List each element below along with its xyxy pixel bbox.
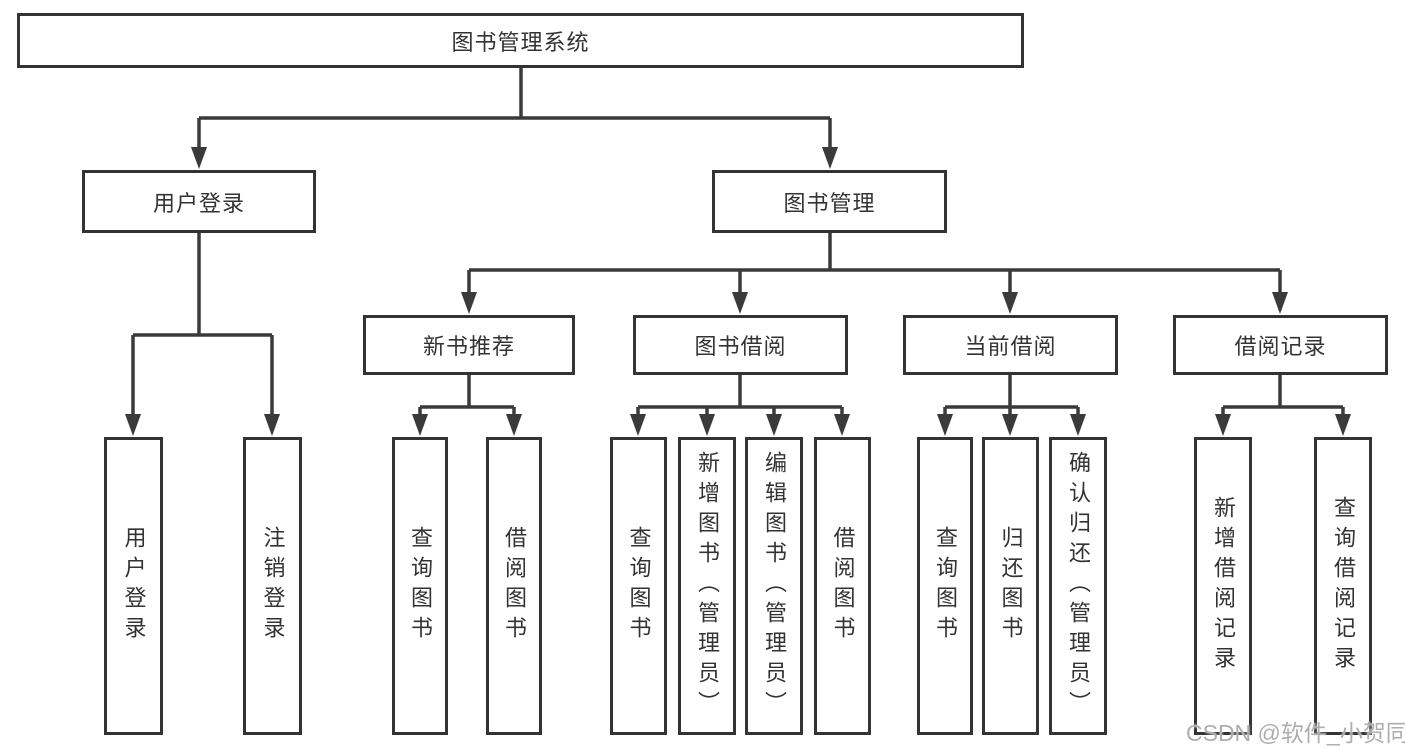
- leaf-add-books-admin-label: 新增图书（管理员）: [695, 451, 720, 721]
- watermark: CSDN @软件_小贺同学: [1186, 720, 1405, 746]
- leaf-add-books-admin: 新增图书（管理员）: [678, 437, 736, 735]
- leaf-user-login: 用户登录: [104, 437, 163, 735]
- leaf-borrow-books-recommend-label: 借阅图书: [502, 526, 527, 646]
- leaf-add-borrow-record: 新增借阅记录: [1194, 437, 1252, 735]
- node-borrowing-records-label: 借阅记录: [1234, 334, 1327, 359]
- leaf-add-borrow-record-label: 新增借阅记录: [1211, 496, 1236, 676]
- node-current-borrowing: 当前借阅: [903, 315, 1118, 375]
- connector-borrow-records-group: [1221, 375, 1345, 417]
- leaf-confirm-return-admin-label: 确认归还（管理员）: [1066, 451, 1091, 721]
- node-book-management: 图书管理: [712, 170, 947, 233]
- leaf-return-books: 归还图书: [982, 437, 1039, 735]
- arrowhead-down-icon: [937, 414, 953, 436]
- connector-root-to-level2: [197, 68, 832, 150]
- leaf-edit-books-admin: 编辑图书（管理员）: [745, 437, 803, 735]
- arrowhead-down-icon: [699, 414, 715, 436]
- node-current-borrowing-label: 当前借阅: [964, 334, 1057, 359]
- arrowhead-down-icon: [766, 414, 782, 436]
- leaf-borrow-books-borrowing: 借阅图书: [814, 437, 871, 735]
- arrowhead-down-icon: [732, 292, 748, 314]
- arrowhead-down-icon: [191, 147, 207, 169]
- connector-user-login-group: [131, 233, 274, 417]
- arrowhead-down-icon: [1002, 292, 1018, 314]
- arrowheads: [125, 147, 1351, 436]
- connector-book-borrowing-group: [636, 375, 844, 417]
- arrowhead-down-icon: [264, 414, 280, 436]
- connector-new-book-group: [418, 375, 516, 417]
- leaf-logout-login: 注销登录: [243, 437, 302, 735]
- arrowhead-down-icon: [822, 147, 838, 169]
- node-new-book-recommendation-label: 新书推荐: [422, 334, 515, 359]
- leaf-query-borrow-record: 查询借阅记录: [1314, 437, 1372, 735]
- node-book-borrowing: 图书借阅: [633, 315, 848, 375]
- leaf-user-login-label: 用户登录: [121, 526, 147, 646]
- arrowhead-down-icon: [1002, 414, 1018, 436]
- arrowhead-down-icon: [1335, 414, 1351, 436]
- arrowhead-down-icon: [412, 414, 428, 436]
- node-book-management-label: 图书管理: [783, 190, 876, 216]
- arrowhead-down-icon: [1272, 292, 1288, 314]
- arrowhead-down-icon: [461, 292, 477, 314]
- arrowhead-down-icon: [125, 414, 141, 436]
- leaf-edit-books-admin-label: 编辑图书（管理员）: [762, 451, 787, 721]
- leaf-query-books-borrowing: 查询图书: [610, 437, 667, 735]
- arrowhead-down-icon: [1215, 414, 1231, 436]
- node-book-borrowing-label: 图书借阅: [694, 334, 787, 359]
- arrowhead-down-icon: [1070, 414, 1086, 436]
- leaf-query-books-recommend: 查询图书: [392, 437, 448, 735]
- arrowhead-down-icon: [506, 414, 522, 436]
- leaf-logout-login-label: 注销登录: [260, 526, 286, 646]
- leaf-query-books-current-label: 查询图书: [933, 526, 958, 646]
- connector-book-management-group: [467, 233, 1282, 295]
- leaf-return-books-label: 归还图书: [998, 526, 1024, 646]
- node-user-login-label: 用户登录: [152, 190, 245, 216]
- leaf-query-borrow-record-label: 查询借阅记录: [1331, 496, 1356, 676]
- arrowhead-down-icon: [630, 414, 646, 436]
- arrowhead-down-icon: [834, 414, 850, 436]
- leaf-query-books-recommend-label: 查询图书: [408, 526, 433, 646]
- node-new-book-recommendation: 新书推荐: [363, 315, 575, 375]
- leaf-borrow-books-recommend: 借阅图书: [486, 437, 542, 735]
- leaf-confirm-return-admin: 确认归还（管理员）: [1049, 437, 1107, 735]
- connector-lines: [131, 68, 1345, 417]
- connector-current-borrowing-group: [943, 375, 1080, 417]
- leaf-borrow-books-borrowing-label: 借阅图书: [830, 526, 856, 646]
- leaf-query-books-current: 查询图书: [917, 437, 973, 735]
- leaf-query-books-borrowing-label: 查询图书: [626, 526, 652, 646]
- node-root: 图书管理系统: [17, 13, 1024, 68]
- node-user-login: 用户登录: [82, 170, 316, 233]
- node-borrowing-records: 借阅记录: [1173, 315, 1388, 375]
- node-root-label: 图书管理系统: [451, 29, 590, 55]
